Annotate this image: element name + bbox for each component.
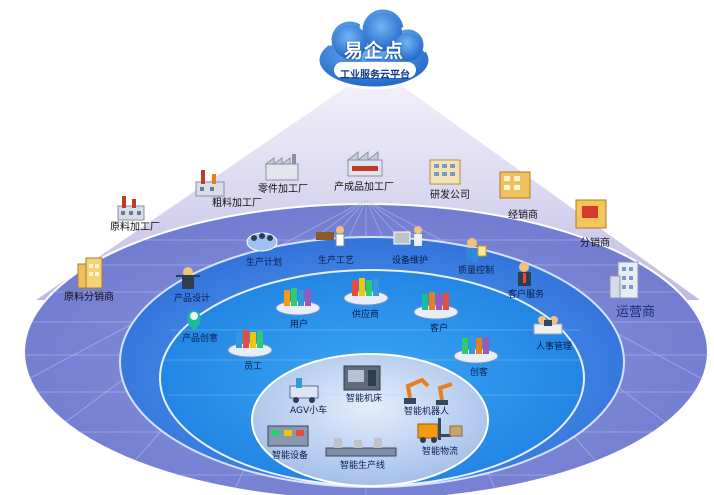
agv-cart-icon	[289, 378, 319, 403]
label-hr-management: 人事管理	[536, 342, 573, 352]
planning-icon	[246, 232, 278, 252]
factory-icon	[117, 196, 145, 221]
robot-arm-icon	[404, 377, 453, 405]
employee-group-icon	[227, 330, 273, 358]
label-customer-service: 客户服务	[508, 290, 545, 300]
label-smart-production-line: 智能生产线	[340, 461, 386, 471]
user-group-icon	[275, 288, 321, 316]
cnc-machine-icon	[343, 365, 381, 391]
maker-group-icon	[453, 336, 499, 364]
factory-icon	[195, 170, 225, 197]
production-line-icon	[325, 438, 397, 457]
platform-subtitle: 工业服务云平台	[340, 70, 410, 81]
process-icon	[316, 226, 345, 247]
label-production-plan: 生产计划	[246, 258, 283, 268]
product-design-icon	[176, 267, 200, 289]
raw-distributor-building-icon	[77, 257, 103, 289]
cloud-logo	[316, 6, 432, 90]
hr-management-icon	[533, 316, 563, 335]
label-dealer: 经销商	[508, 210, 538, 221]
label-employee: 员工	[244, 362, 263, 372]
label-smart-machine-tool: 智能机床	[346, 394, 383, 404]
label-finished-goods-plant: 产成品加工厂	[334, 182, 394, 193]
research-building-icon	[429, 159, 461, 185]
smart-equipment-icon	[267, 425, 309, 447]
label-rough-processing-plant: 粗料加工厂	[212, 198, 262, 209]
label-agv-cart: AGV小车	[290, 406, 328, 416]
label-supplier: 供应商	[352, 310, 380, 320]
factory-icon	[264, 154, 299, 181]
label-equipment-maintenance: 设备维护	[392, 256, 429, 266]
distributor-building-icon	[575, 199, 607, 229]
label-customer: 客户	[430, 324, 449, 334]
label-maker: 创客	[470, 368, 489, 378]
operator-building-icon	[609, 261, 639, 299]
label-smart-equipment: 智能设备	[272, 451, 309, 461]
label-distributor: 分销商	[580, 238, 610, 249]
label-product-idea: 产品创意	[182, 334, 219, 344]
label-raw-material-distributor: 原料分销商	[64, 292, 114, 303]
quality-control-icon	[466, 238, 487, 262]
maintenance-icon	[393, 226, 422, 246]
label-operator: 运营商	[616, 305, 656, 320]
factory-icon	[346, 150, 383, 177]
customer-service-icon	[518, 262, 531, 286]
label-product-design: 产品设计	[174, 294, 211, 304]
label-raw-processing-plant: 原料加工厂	[110, 222, 160, 233]
inner-grid	[162, 329, 584, 396]
logistics-forklift-icon	[417, 418, 463, 443]
product-idea-icon	[187, 310, 201, 330]
customer-group-icon	[413, 292, 459, 320]
label-production-process: 生产工艺	[318, 256, 355, 266]
label-parts-processing-plant: 零件加工厂	[258, 184, 308, 195]
label-user: 用户	[290, 320, 309, 330]
label-smart-logistics: 智能物流	[422, 447, 459, 457]
platform-logo-text: 易企点	[343, 40, 404, 62]
label-quality-control: 质量控制	[458, 266, 495, 276]
dealer-building-icon	[499, 171, 531, 199]
label-rnd-company: 研发公司	[430, 190, 470, 201]
supplier-group-icon	[343, 278, 389, 306]
label-smart-robot: 智能机器人	[404, 407, 450, 417]
